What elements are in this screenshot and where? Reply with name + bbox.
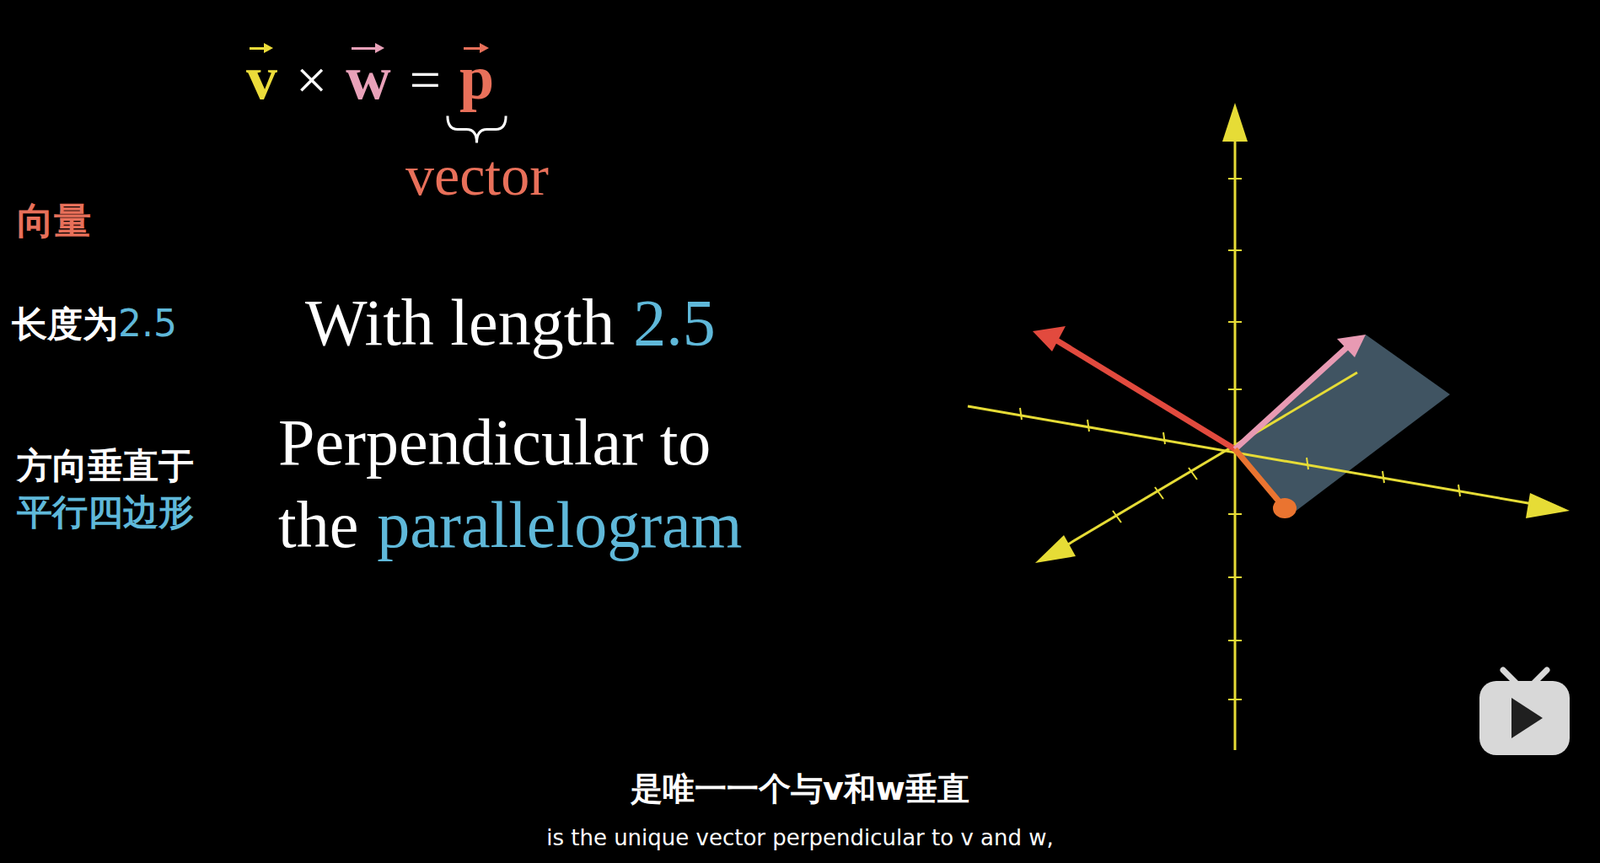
text-row: 向量 — [16, 200, 92, 242]
v-vector — [1234, 449, 1280, 503]
subtitle-text: 是唯一一个与v和w垂直 — [630, 772, 970, 808]
w-vector — [1234, 347, 1348, 450]
cross-product-vector — [1055, 339, 1235, 450]
value-text: 2.5 — [633, 286, 716, 360]
translation-text: 向量 — [16, 200, 92, 242]
property-text: the — [278, 488, 359, 562]
text-row: 是唯一一个与v和w垂直 — [0, 772, 1600, 808]
text-row: 长度为2.5 — [11, 303, 178, 344]
axis-heads — [1035, 102, 1570, 564]
w-head — [1336, 334, 1366, 358]
translation-text: 平行四边形 — [16, 493, 194, 532]
translation-text: 长度为 — [11, 305, 119, 344]
property-text: With length — [305, 286, 615, 360]
text-row: is the unique vector perpendicular to v … — [0, 826, 1600, 851]
vector-symbol: v — [246, 43, 278, 113]
text-row: 平行四边形 — [16, 493, 194, 532]
translation-text: 方向垂直于 — [16, 446, 194, 486]
text-row: 方向垂直于 — [16, 446, 194, 486]
brace-label: vector — [405, 144, 549, 208]
v-head — [1272, 498, 1297, 519]
property-text: Perpendicular to — [278, 406, 711, 479]
subtitle-text: is the unique vector perpendicular to v … — [546, 826, 1054, 851]
axis-lines — [967, 126, 1543, 751]
equals-sign: = — [409, 49, 441, 112]
text-row: vector — [405, 144, 549, 208]
vector-symbol: w — [345, 43, 391, 113]
vector-symbol: p — [459, 43, 494, 113]
value-text: parallelogram — [376, 488, 742, 562]
text-row: With length2.5 — [305, 286, 716, 360]
value-text: 2.5 — [118, 303, 178, 344]
text-row: theparallelogram — [278, 488, 742, 562]
text-row: Perpendicular to — [278, 406, 711, 479]
cross-operator: × — [295, 49, 328, 112]
bilibili-logo — [1479, 670, 1570, 756]
text-row: v × w = p — [246, 43, 494, 113]
axis-ticks — [1020, 178, 1461, 700]
cross-product-head — [1032, 326, 1066, 352]
underbrace — [447, 115, 506, 143]
